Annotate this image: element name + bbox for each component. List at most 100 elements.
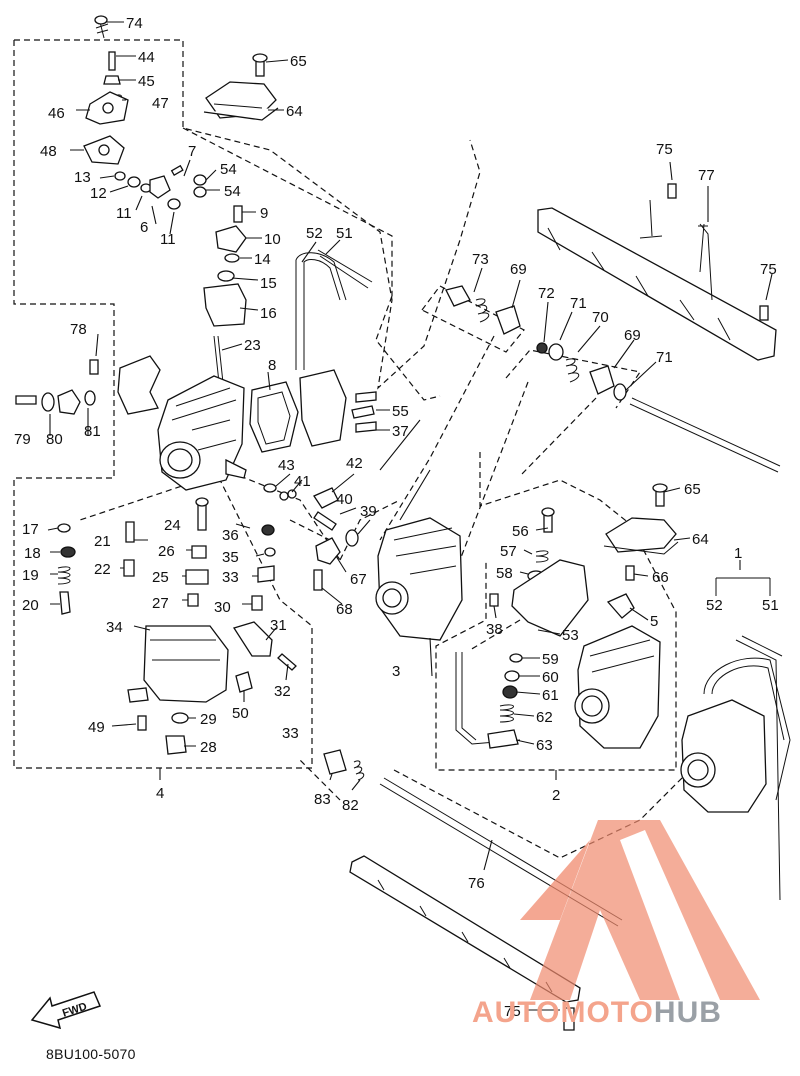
carburetor-3 <box>375 517 463 641</box>
callout-62: 62 <box>536 709 553 726</box>
callout-15: 15 <box>260 275 277 292</box>
callout-69a: 69 <box>510 261 527 278</box>
callout-11b: 11 <box>160 231 176 248</box>
callout-75b: 75 <box>760 261 777 278</box>
lever-48 <box>83 135 125 165</box>
watermark-logo-icon <box>520 820 760 1000</box>
callout-44: 44 <box>138 49 155 66</box>
callout-60: 60 <box>542 669 559 686</box>
watermark-text: AUTOMOTOHUB <box>472 996 722 1030</box>
mounting-rail <box>537 183 777 361</box>
callout-21: 21 <box>94 533 111 550</box>
carburetor-body-main <box>157 375 247 491</box>
callout-50: 50 <box>232 705 249 722</box>
lever-46 <box>85 91 129 125</box>
callout-61: 61 <box>542 687 559 704</box>
callout-33b: 33 <box>282 725 299 742</box>
callout-66: 66 <box>652 569 669 586</box>
callout-79: 79 <box>14 431 31 448</box>
parts-30-36 <box>251 524 276 611</box>
dash-link-a <box>421 285 525 353</box>
callout-74: 74 <box>126 15 143 32</box>
callout-1: 1 <box>734 545 742 562</box>
callout-labels: 74 44 45 47 46 48 7 54 54 13 12 11 6 11 … <box>14 15 779 1020</box>
callout-38: 38 <box>486 621 503 638</box>
callout-9: 9 <box>260 205 268 222</box>
callout-52a: 52 <box>306 225 323 242</box>
screws-55-37 <box>351 391 377 433</box>
callout-67: 67 <box>350 571 367 588</box>
screw-74 <box>94 15 109 39</box>
carburetor-body-group-2 <box>574 625 661 749</box>
callout-13: 13 <box>74 169 91 186</box>
callout-58: 58 <box>496 565 513 582</box>
callout-65a: 65 <box>290 53 307 70</box>
callout-42: 42 <box>346 455 363 472</box>
callout-71a: 71 <box>570 295 587 312</box>
group-outline-4 <box>13 39 481 769</box>
callout-17: 17 <box>22 521 39 538</box>
callout-63: 63 <box>536 737 553 754</box>
callout-2: 2 <box>552 787 560 804</box>
hoses-52-51-top <box>295 249 373 370</box>
callout-36: 36 <box>222 527 239 544</box>
group-outline-3 <box>339 499 401 561</box>
callout-76: 76 <box>468 875 485 892</box>
callout-30: 30 <box>214 599 231 616</box>
callout-47: 47 <box>152 95 169 112</box>
callout-51b: 51 <box>762 597 779 614</box>
dash-link-c <box>379 335 597 561</box>
callout-4: 4 <box>156 785 164 802</box>
float-bowl-34 <box>127 625 229 703</box>
callout-12: 12 <box>90 185 107 202</box>
callout-81: 81 <box>84 423 101 440</box>
shaft-springs-69-73 <box>445 285 781 473</box>
callout-28: 28 <box>200 739 217 756</box>
callout-82: 82 <box>342 797 359 814</box>
washers-13-11-6 <box>114 164 207 210</box>
gasket-8 <box>249 381 299 453</box>
parts-28-49 <box>137 712 189 755</box>
callout-72: 72 <box>538 285 555 302</box>
group-outline-2 <box>435 452 677 771</box>
callout-73: 73 <box>472 251 489 268</box>
callout-51a: 51 <box>336 225 353 242</box>
callout-6: 6 <box>140 219 148 236</box>
callout-3: 3 <box>392 663 400 680</box>
callout-24: 24 <box>164 517 181 534</box>
callout-77: 77 <box>698 167 715 184</box>
callout-19: 19 <box>22 567 39 584</box>
callout-59: 59 <box>542 651 559 668</box>
watermark-text-part1: AUTOMOTO <box>472 996 654 1029</box>
callout-75c: 75 <box>504 1003 521 1020</box>
callout-64a: 64 <box>286 103 303 120</box>
callout-7: 7 <box>188 143 196 160</box>
callout-55: 55 <box>392 403 409 420</box>
callout-52b: 52 <box>706 597 723 614</box>
callout-14: 14 <box>254 251 271 268</box>
callout-54a: 54 <box>220 161 237 178</box>
callout-27: 27 <box>152 595 169 612</box>
callout-40: 40 <box>336 491 353 508</box>
callout-46: 46 <box>48 105 65 122</box>
callout-22: 22 <box>94 561 111 578</box>
callout-43: 43 <box>278 457 295 474</box>
callout-53: 53 <box>562 627 579 644</box>
callout-18: 18 <box>24 545 41 562</box>
group-outline-right <box>182 127 441 401</box>
callout-26: 26 <box>158 543 175 560</box>
parts-39-43 <box>263 483 359 547</box>
callout-48: 48 <box>40 143 57 160</box>
parts-31-32-50 <box>232 621 297 693</box>
callout-41: 41 <box>294 473 311 490</box>
parts-17-22 <box>57 521 135 615</box>
parts-67-68 <box>313 537 341 591</box>
parts-82-83 <box>323 749 365 781</box>
callout-16: 16 <box>260 305 277 322</box>
callout-11a: 11 <box>116 205 132 222</box>
callout-69b: 69 <box>624 327 641 344</box>
watermark-text-part2: HUB <box>653 996 722 1029</box>
callout-39: 39 <box>360 503 377 520</box>
callout-35: 35 <box>222 549 239 566</box>
parts-group-2 <box>455 507 589 749</box>
